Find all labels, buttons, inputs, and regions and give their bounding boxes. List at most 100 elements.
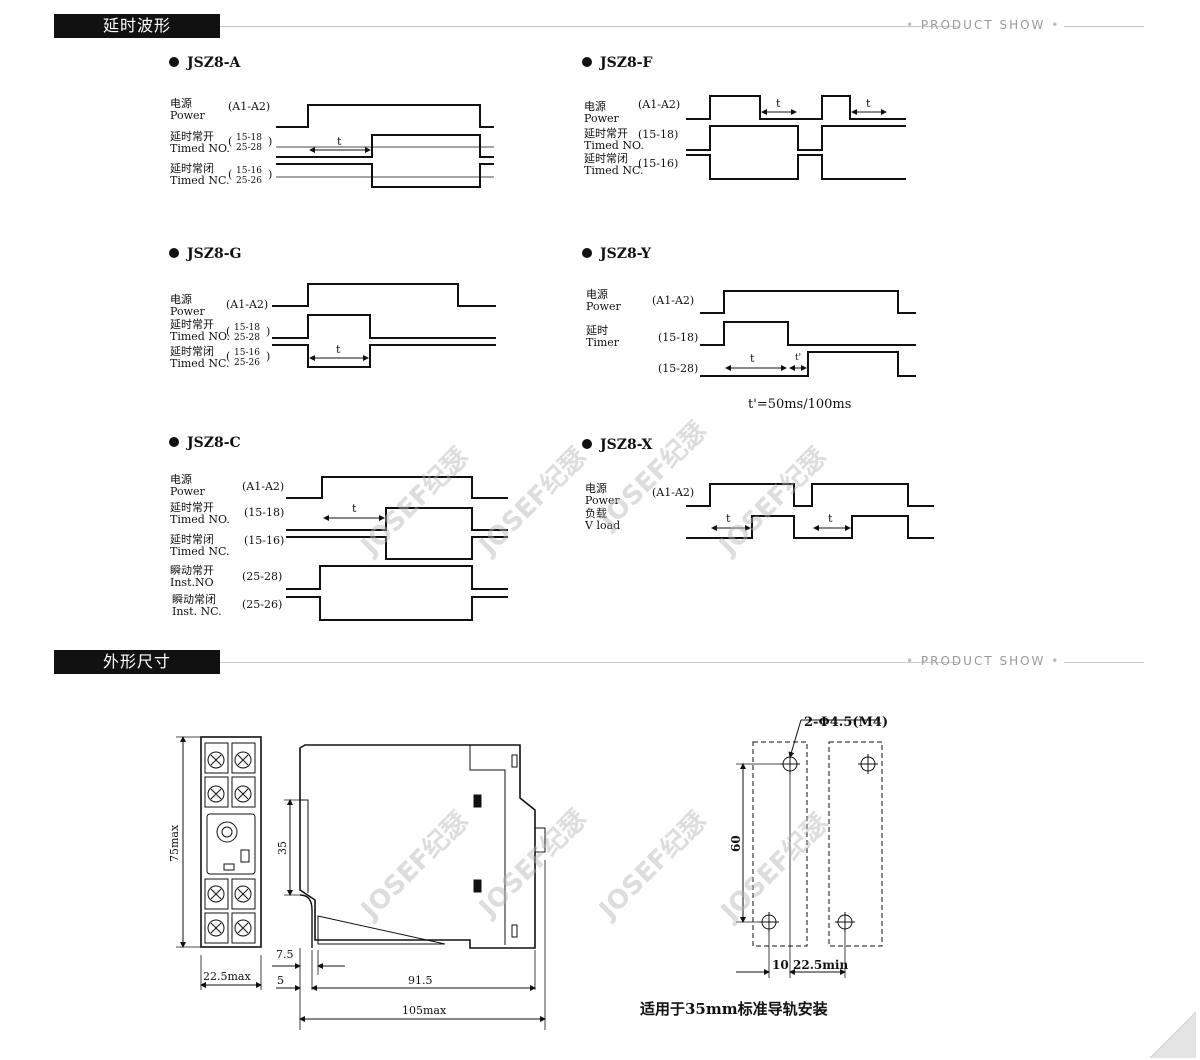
pin-label: (15-28) — [658, 362, 698, 375]
waveform-jsz8x: JSZ8-X 电源 Power (A1-A2) 负载 V load t t — [582, 437, 934, 539]
divider — [1064, 662, 1144, 663]
watermark-logo: JOSEF纪瑟 — [472, 803, 593, 924]
watermark-logo: JOSEF纪瑟 — [714, 807, 835, 928]
delay-label: t — [866, 97, 871, 110]
row-label: 瞬动常闭 — [172, 593, 216, 606]
dim-width: 22.5max — [203, 970, 251, 983]
pin-label: 25-28 — [236, 143, 262, 153]
delay-label: t — [776, 97, 781, 110]
pin-label: (A1-A2) — [228, 100, 270, 113]
power-waveform — [286, 476, 508, 499]
row-label-en: Inst. NC. — [172, 605, 222, 618]
power-waveform — [276, 104, 494, 128]
no-waveform — [276, 134, 494, 158]
pin-label: (25-26) — [242, 598, 282, 611]
bullet-icon — [582, 57, 592, 67]
no-waveform — [686, 125, 906, 151]
waveform-title: JSZ8-X — [598, 437, 652, 453]
divider — [1064, 26, 1144, 27]
relay-body-side — [299, 744, 536, 949]
waveform-title: JSZ8-Y — [598, 246, 652, 262]
footprint-outline — [828, 741, 883, 947]
waveform-title: JSZ8-F — [598, 55, 653, 71]
row-label-en: Timed NO. — [170, 142, 230, 155]
row-label-en: Timed NO. — [170, 330, 230, 343]
pin-label: (15-16) — [244, 534, 284, 547]
watermark-logo: JOSEF纪瑟 — [354, 441, 475, 562]
row-label: 电源 — [585, 481, 607, 495]
row-label-en: Power — [170, 109, 206, 122]
delay-label: t — [352, 502, 357, 515]
waveform-title: JSZ8-A — [185, 55, 242, 71]
row-label-en: Power — [170, 485, 206, 498]
row-label-en: Power — [586, 300, 622, 313]
row-label: 延时 — [586, 324, 608, 337]
row-label-en: Power — [170, 305, 206, 318]
timer-waveform-2 — [700, 351, 916, 377]
power-waveform — [686, 95, 906, 120]
bullet-icon — [169, 57, 179, 67]
dim-height: 75max — [168, 824, 181, 862]
row-label: 延时常闭 — [170, 162, 214, 175]
pin-label: 15-18 — [236, 133, 262, 143]
nc-waveform — [286, 536, 508, 560]
svg-text:): ) — [266, 325, 270, 338]
svg-text:(: ( — [228, 168, 232, 181]
knob-icon — [216, 821, 238, 843]
bullet-icon — [582, 439, 592, 449]
waveform-title: JSZ8-G — [185, 246, 241, 262]
nc-waveform — [272, 344, 496, 368]
row-label-en: Timed NC. — [170, 545, 229, 558]
row-label: 负载 — [585, 506, 607, 520]
row-label-en: Timed NC. — [170, 174, 229, 187]
pin-label: (A1-A2) — [242, 480, 284, 493]
pin-label: 25-28 — [234, 333, 260, 343]
row-label: 电源 — [170, 96, 192, 110]
section-subtitle: • PRODUCT SHOW • — [906, 654, 1061, 668]
row-label: 延时常闭 — [170, 345, 214, 358]
watermark-logo: JOSEF纪瑟 — [712, 441, 833, 562]
bullet-icon — [169, 437, 179, 447]
watermark-logo: JOSEF纪瑟 — [592, 415, 713, 536]
row-label: 瞬动常开 — [170, 564, 214, 577]
dim-7-5: 7.5 — [276, 948, 294, 961]
svg-text:(: ( — [226, 325, 230, 338]
power-waveform — [272, 283, 496, 307]
pin-label: 15-16 — [236, 166, 262, 176]
timer-waveform — [700, 321, 916, 346]
delay-label: t — [828, 512, 833, 525]
dim-5: 5 — [277, 974, 284, 987]
row-label: 延时常开 — [584, 127, 628, 140]
svg-text:(: ( — [228, 135, 232, 148]
section-subtitle: • PRODUCT SHOW • — [906, 18, 1061, 32]
pin-label: (15-18) — [638, 128, 678, 141]
svg-text:): ) — [268, 135, 272, 148]
nc-waveform — [276, 163, 494, 188]
waveform-jsz8c: JSZ8-C 电源 Power (A1-A2) 延时常开 Timed NO. (… — [169, 435, 508, 621]
watermark-logo: JOSEF纪瑟 — [472, 441, 593, 562]
row-label-en: Timed NO. — [170, 513, 230, 526]
bullet-icon — [169, 248, 179, 258]
mounting-view: 2-Φ4.5(M4) 60 10 22.5min 适用于35mm标准导轨安装 — [640, 715, 888, 1018]
dim-91-5: 91.5 — [408, 974, 433, 987]
bullet-icon — [582, 248, 592, 258]
section-tag: 延时波形 — [54, 14, 220, 38]
load-waveform — [686, 515, 934, 539]
power-waveform — [700, 290, 916, 314]
row-label-en: Timed NO. — [584, 139, 644, 152]
delay-label: t — [337, 135, 342, 148]
dim-22-5: 22.5min — [793, 958, 848, 972]
no-waveform — [272, 314, 496, 339]
row-label: 电源 — [170, 472, 192, 486]
pin-label: (A1-A2) — [226, 298, 268, 311]
section-header-dimensions: 外形尺寸 • PRODUCT SHOW • — [54, 650, 1144, 674]
note-text: t'=50ms/100ms — [748, 397, 851, 412]
row-label-en: V load — [584, 519, 620, 532]
inst-no-waveform — [286, 565, 508, 590]
delay-label: t — [726, 512, 731, 525]
row-label: 延时常闭 — [170, 533, 214, 546]
no-waveform — [286, 507, 508, 531]
row-label: 电源 — [586, 287, 608, 301]
pin-label: (A1-A2) — [652, 486, 694, 499]
power-waveform — [686, 483, 934, 507]
